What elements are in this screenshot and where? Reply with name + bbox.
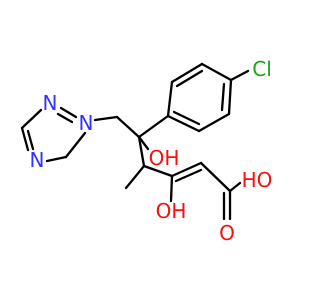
bond-quaternary-phenyl: [137, 114, 170, 139]
chlorine-label: Cl: [252, 57, 272, 81]
bond-n1-c5: [64, 131, 87, 159]
bond-enol-carbon-oh: [169, 174, 174, 203]
bond-enol-double-inner: [174, 168, 203, 183]
bond-ch2-quaternary: [115, 115, 141, 139]
bond-ch-enol-carbon: [142, 164, 174, 178]
bond-n2-n1-double: [56, 112, 74, 124]
bond-c3-n4-double: [26, 129, 35, 151]
bond-n1-ch2: [93, 115, 119, 122]
chlorophenyl-ring: [137, 62, 250, 139]
bond-phenyl-double-b: [220, 82, 226, 112]
triazole-ring: [20, 106, 119, 163]
bond-quaternary-ch: [137, 135, 146, 168]
triazole-n2-label: N: [43, 91, 58, 115]
enol-hydroxyl-label: OH: [156, 199, 187, 223]
bond-c3-n2: [20, 108, 43, 130]
atom-labels: N N N Cl OH OH HO O: [30, 57, 273, 245]
acid-hydroxyl-label: HO: [242, 168, 273, 192]
bond-ch-methyl: [124, 164, 146, 190]
bond-phenyl-double-a: [175, 69, 204, 88]
triazole-n1-label: N: [79, 111, 94, 135]
tertiary-hydroxyl-label: OH: [149, 146, 180, 170]
bond-phenyl-c3-c4: [200, 62, 233, 82]
bond-phenyl-c6-c1: [166, 114, 201, 133]
bond-phenyl-c2-c3: [170, 62, 204, 84]
bond-n4-c3: [20, 126, 30, 152]
bond-phenyl-c1-c2: [166, 80, 174, 118]
bond-carboxyl-hydroxyl: [228, 181, 242, 193]
triazole-n4-label: N: [30, 148, 45, 172]
bond-enol-double: [170, 161, 203, 178]
chemical-structure: N N N Cl OH OH HO O: [20, 57, 273, 245]
bond-phenyl-chlorine: [229, 69, 250, 82]
bond-phenyl-double-c: [172, 110, 201, 126]
bond-c5-n4: [45, 155, 68, 163]
acid-carbonyl-label: O: [219, 221, 235, 245]
bond-n2-n1: [59, 106, 78, 119]
bond-alkene-carboxyl: [199, 161, 232, 193]
bond-phenyl-c5-c6: [197, 112, 231, 133]
main-chain: [115, 115, 242, 221]
bond-phenyl-c4-c5: [227, 78, 233, 116]
